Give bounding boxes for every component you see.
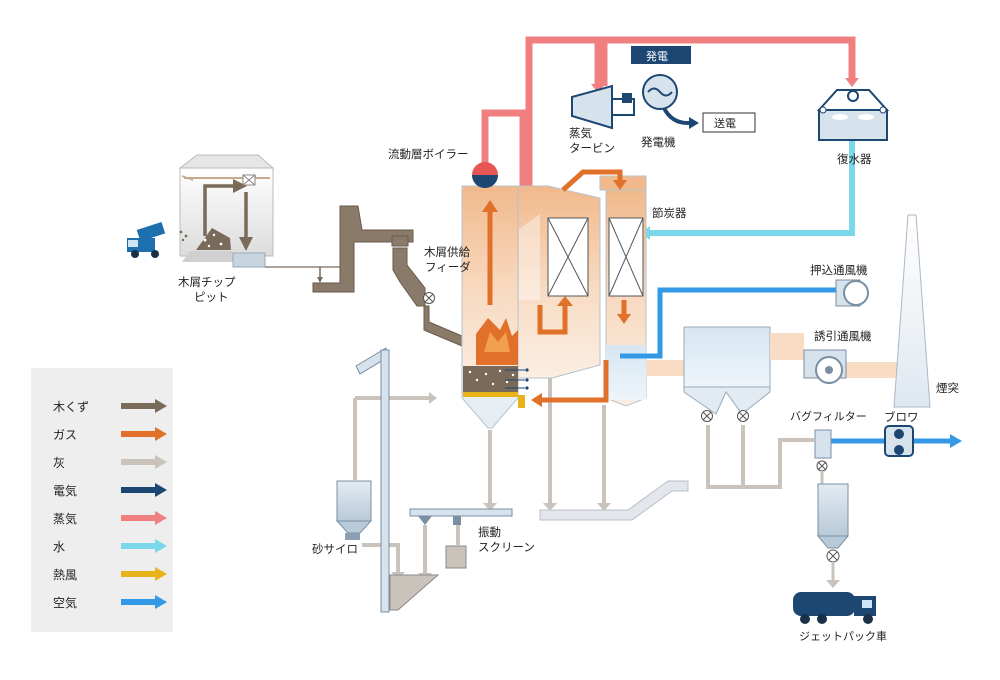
transmission-label: 送電	[714, 116, 736, 130]
forced-draft-fan	[835, 279, 869, 307]
legend-item-wood: 木くず	[53, 396, 167, 416]
blue-arrow-icon	[121, 595, 167, 609]
legend-item-electricity: 電気	[53, 480, 167, 500]
legend-label: 木くず	[53, 400, 90, 414]
steam-turbine-label-1: 蒸気	[569, 126, 592, 140]
blower-label: ブロワ	[884, 410, 919, 424]
navy-arrow-icon	[121, 483, 167, 497]
steam-arrowheads	[591, 78, 859, 93]
wood-chip-pit	[178, 154, 275, 268]
orange-arrow-icon	[121, 427, 167, 441]
transmission-box	[702, 112, 756, 133]
cyan-arrow-icon	[121, 539, 167, 553]
fluidized-bed-boiler	[461, 185, 601, 429]
bag-to-fan-duct	[770, 333, 804, 360]
vibrating-screen-label-2: スクリーン	[478, 540, 535, 554]
blower-icon	[884, 425, 914, 457]
legend-label: 電気	[53, 484, 78, 498]
legend-label: 水	[53, 540, 66, 554]
water-line	[650, 140, 855, 236]
induced-draft-fan	[803, 349, 847, 384]
steam-lines	[481, 36, 856, 218]
ash-conveyor	[539, 480, 689, 521]
sand-silo-label: 砂サイロ	[312, 542, 358, 556]
legend-item-ash: 灰	[53, 452, 167, 472]
legend: 木くず ガス 灰 電気 蒸気 水 熱風 空気	[31, 368, 173, 632]
jet-pack-truck-icon	[793, 592, 876, 624]
condenser-label: 復水器	[837, 152, 872, 166]
steam-turbine	[571, 84, 635, 130]
legend-item-hot-air: 熱風	[53, 564, 167, 584]
economizer-label: 節炭器	[652, 206, 687, 220]
legend-label: 灰	[53, 456, 66, 470]
chimney	[893, 214, 931, 408]
steam-turbine-label-2: タービン	[569, 141, 615, 155]
brown-arrow-icon	[121, 399, 167, 413]
generator-label: 発電機	[641, 135, 676, 149]
wood-feeder-label-2: フィーダ	[425, 260, 471, 274]
forced-draft-fan-label: 押込通風機	[810, 263, 868, 277]
wood-conveyor	[312, 205, 463, 347]
condenser	[816, 89, 890, 141]
chimney-label: 煙突	[936, 381, 959, 395]
flue-gas-duct	[646, 360, 686, 376]
legend-label: 蒸気	[53, 512, 78, 526]
wood-pit-label-1: 木屑チップ	[178, 275, 236, 289]
feeder-valve-icon	[423, 292, 435, 304]
sand-silo	[335, 347, 390, 613]
fly-ash-silo	[814, 429, 850, 588]
bag-filter-unit	[683, 326, 771, 422]
boiler-drum	[472, 162, 498, 188]
legend-label: 熱風	[53, 568, 78, 582]
jet-pack-truck-label: ジェットパック車	[799, 629, 887, 643]
generator	[642, 74, 699, 129]
bag-filter-label: バグフィルター	[790, 409, 867, 423]
legend-item-air: 空気	[53, 592, 167, 612]
wood-feeder-label-1: 木屑供給	[424, 245, 470, 259]
pink-arrow-icon	[121, 511, 167, 525]
wood-pit-label-2: ピット	[194, 290, 229, 304]
fan-to-chimney-duct	[845, 362, 908, 378]
induced-draft-fan-label: 誘引通風機	[814, 329, 872, 343]
legend-label: ガス	[53, 428, 78, 442]
dump-truck-icon	[127, 221, 188, 258]
air-lines	[620, 287, 950, 444]
vibrating-screen-label-1: 振動	[478, 525, 501, 539]
air-arrowheads	[950, 434, 962, 448]
vibrating-screen	[389, 508, 513, 611]
legend-label: 空気	[53, 596, 78, 610]
fluidized-bed-boiler-label: 流動層ボイラー	[388, 147, 469, 161]
legend-item-steam: 蒸気	[53, 508, 167, 528]
legend-item-water: 水	[53, 536, 167, 556]
legend-item-gas: ガス	[53, 424, 167, 444]
grey-arrow-icon	[121, 455, 167, 469]
yellow-arrow-icon	[121, 567, 167, 581]
power-generation-label: 発電	[646, 49, 668, 63]
power-generation-box	[631, 46, 691, 64]
